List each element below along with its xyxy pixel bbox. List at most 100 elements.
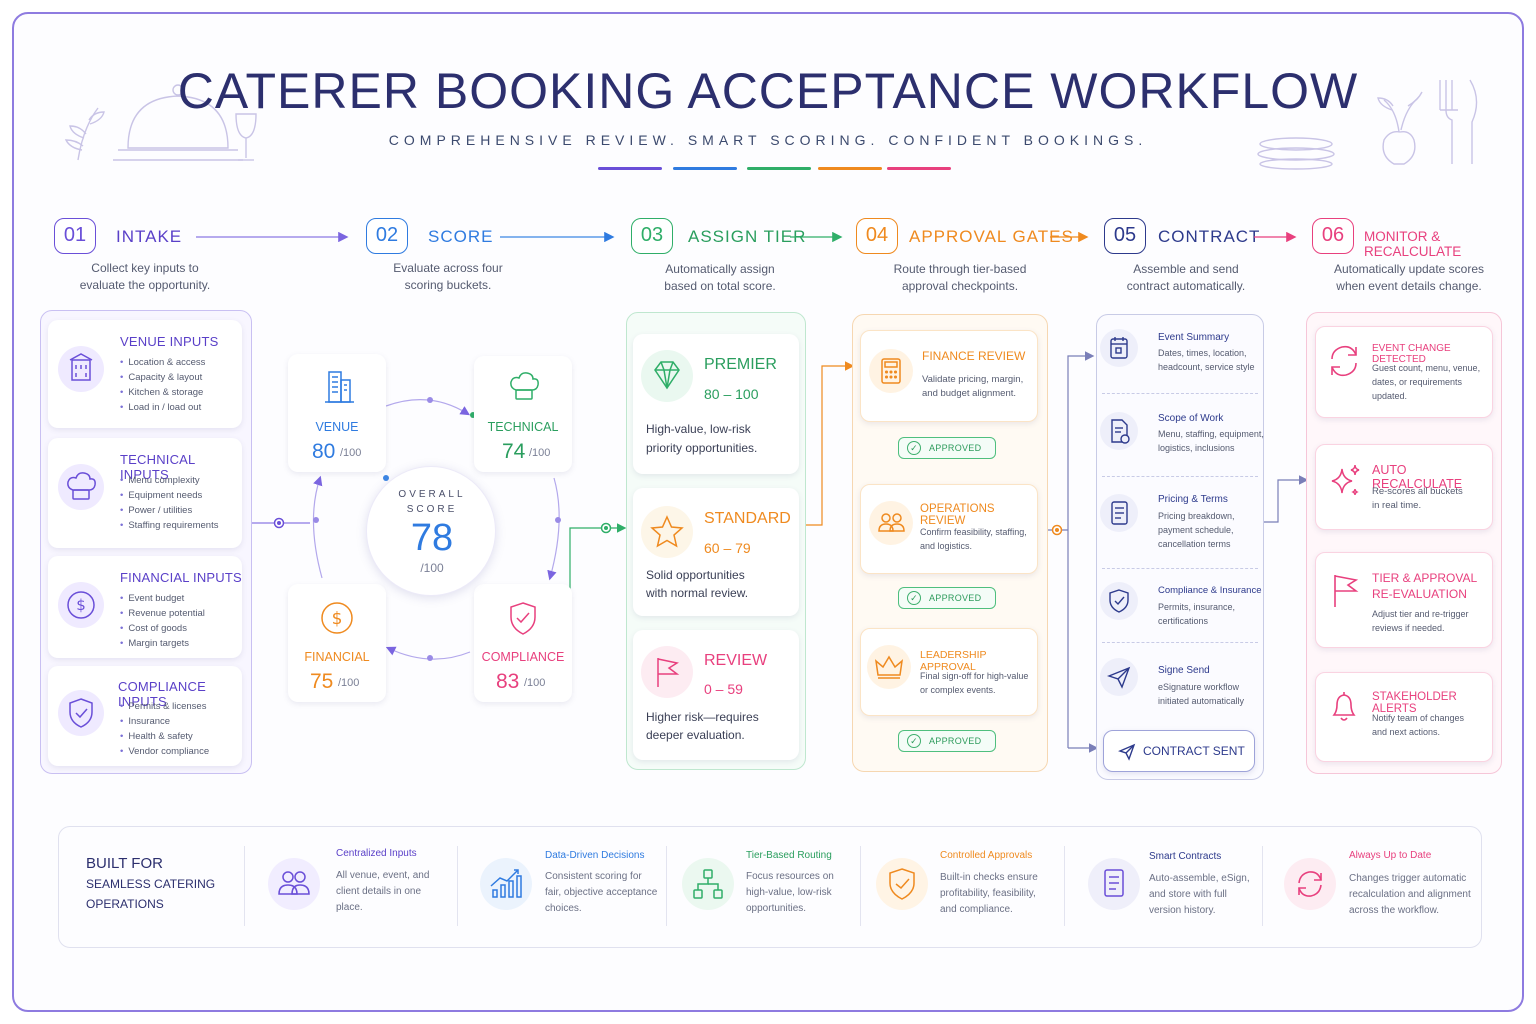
page-subtitle: COMPREHENSIVE REVIEW. SMART SCORING. CON…	[388, 132, 1148, 148]
sparkle-icon	[1324, 459, 1364, 508]
feature-title: Controlled Approvals	[940, 850, 1033, 861]
crown-icon	[867, 645, 911, 689]
contract-sent-button[interactable]: CONTRACT SENT	[1103, 730, 1255, 772]
feature-title: Smart Contracts	[1149, 851, 1222, 862]
contract-section-description: Pricing breakdown,payment schedule,cance…	[1158, 511, 1235, 549]
overall-score-value: 78	[410, 517, 454, 559]
building-icon	[58, 346, 104, 392]
score-bucket-financial[interactable]: $ FINANCIAL 75 /100	[288, 584, 386, 702]
feature-always-up-to-date: Always Up to Date Changes trigger automa…	[1284, 850, 1474, 924]
intake-card-technical[interactable]: TECHNICAL INPUTS Menu complexityEquipmen…	[48, 438, 242, 548]
accent-underline	[887, 167, 951, 170]
step-number: 02	[366, 218, 408, 254]
divider	[1102, 568, 1258, 569]
divider	[860, 846, 861, 926]
contract-section-title: Pricing & Terms	[1158, 494, 1228, 505]
approval-card-leadership[interactable]: LEADERSHIP APPROVAL Final sign-off for h…	[860, 628, 1038, 716]
score-bucket-compliance[interactable]: COMPLIANCE 83 /100	[474, 584, 572, 702]
bucket-max: /100	[524, 677, 546, 689]
step-label: MONITOR & RECALCULATE	[1364, 229, 1462, 259]
intake-card-compliance[interactable]: COMPLIANCE INPUTS Permits & licensesInsu…	[48, 666, 242, 766]
approval-card-operations[interactable]: OPERATIONS REVIEW Confirm feasibility, s…	[860, 484, 1038, 574]
doc-list-icon	[1088, 858, 1140, 910]
card-title: VENUE INPUTS	[120, 334, 219, 349]
bullet-list: Event budgetRevenue potentialCost of goo…	[120, 591, 205, 651]
overall-score-label: OVERALL SCORE	[398, 489, 466, 515]
intake-card-venue[interactable]: VENUE INPUTS Location & accessCapacity &…	[48, 320, 242, 428]
bucket-score: 75	[310, 670, 334, 693]
monitor-card-change[interactable]: EVENT CHANGE DETECTED Guest count, menu,…	[1315, 326, 1493, 418]
intake-card-financial[interactable]: $ FINANCIAL INPUTS Event budgetRevenue p…	[48, 556, 242, 658]
bucket-max: /100	[338, 677, 360, 689]
approval-card-finance[interactable]: FINANCE REVIEW Validate pricing, margin,…	[860, 330, 1038, 422]
overall-score-max: /100	[420, 561, 444, 575]
approval-title: OPERATIONS REVIEW	[920, 503, 995, 527]
accent-underline	[747, 167, 811, 170]
monitor-title: STAKEHOLDER ALERTS	[1372, 691, 1457, 715]
feature-title: Centralized Inputs	[336, 848, 417, 859]
tableware-illustration-icon	[1257, 79, 1478, 170]
card-title: FINANCIAL INPUTS	[120, 570, 242, 585]
feature-data-driven: Data-Driven Decisions Consistent scoring…	[480, 850, 660, 924]
send-icon	[1118, 743, 1136, 766]
send-icon	[1100, 658, 1138, 696]
svg-text:$: $	[76, 596, 86, 614]
bell-icon	[1324, 687, 1364, 736]
diamond-icon	[641, 350, 693, 402]
contract-section-description: Permits, insurance,certifications	[1158, 602, 1236, 626]
approval-title: FINANCE REVIEW	[922, 349, 1026, 363]
step-label: SCORE	[428, 227, 494, 246]
contract-section-compliance[interactable]: Compliance & Insurance Permits, insuranc…	[1096, 570, 1264, 642]
refresh-icon	[1284, 858, 1336, 910]
bucket-label: COMPLIANCE	[481, 650, 565, 664]
doc-settings-icon	[1100, 412, 1138, 450]
people-icon	[869, 501, 913, 545]
score-bucket-venue[interactable]: VENUE 80 /100	[288, 354, 386, 472]
doc-list-icon	[1100, 494, 1138, 532]
contract-section-title: Signe Send	[1158, 665, 1210, 676]
accent-underline	[598, 167, 662, 170]
bucket-max: /100	[340, 447, 362, 459]
step-number: 01	[54, 218, 96, 254]
divider	[1064, 846, 1065, 926]
contract-section-event-summary[interactable]: Event Summary Dates, times, location,hea…	[1096, 314, 1264, 394]
divider	[457, 846, 458, 926]
calculator-icon	[869, 349, 913, 393]
dollar-icon: $	[317, 598, 357, 643]
check-circle-icon: ✓	[907, 591, 921, 605]
monitor-card-alerts[interactable]: STAKEHOLDER ALERTS Notify team of change…	[1315, 672, 1493, 762]
monitor-title: EVENT CHANGE DETECTED	[1372, 343, 1451, 365]
tier-range: 0 – 59	[704, 681, 743, 697]
feature-controlled-approvals: Controlled Approvals Built-in checks ens…	[876, 850, 1056, 924]
bucket-score: 80	[312, 440, 336, 463]
contract-section-scope[interactable]: Scope of Work Menu, staffing, equipment,…	[1096, 396, 1264, 476]
score-bucket-technical[interactable]: TECHNICAL 74 /100	[474, 356, 572, 472]
contract-section-title: Compliance & Insurance	[1158, 585, 1262, 596]
contract-sent-label: CONTRACT SENT	[1143, 744, 1245, 758]
growth-chart-icon	[480, 858, 532, 910]
bucket-max: /100	[529, 447, 551, 459]
step-label: INTAKE	[116, 227, 183, 246]
shield-check-icon	[1100, 582, 1138, 620]
shield-check-icon	[503, 598, 543, 643]
contract-section-pricing[interactable]: Pricing & Terms Pricing breakdown,paymen…	[1096, 478, 1264, 566]
tier-name: STANDARD	[704, 510, 791, 527]
feature-title: Always Up to Date	[1349, 850, 1432, 861]
